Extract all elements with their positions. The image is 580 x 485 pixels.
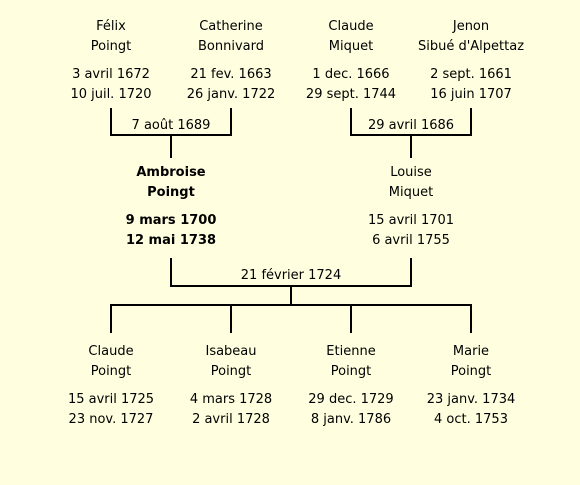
death-date: 4 oct. 1753 xyxy=(434,412,508,427)
marriage-date-left: 7 août 1689 xyxy=(131,118,211,133)
death-date: 16 juin 1707 xyxy=(430,87,512,102)
first-name: Isabeau xyxy=(205,344,257,359)
first-name: Ambroise xyxy=(136,165,206,180)
birth-date: 4 mars 1728 xyxy=(189,392,273,407)
death-date: 8 janv. 1786 xyxy=(310,412,392,427)
birth-date: 29 dec. 1729 xyxy=(308,392,394,407)
birth-date: 15 avril 1701 xyxy=(367,213,455,228)
last-name: Sibué d'Alpettaz xyxy=(417,39,525,54)
birth-date: 23 janv. 1734 xyxy=(426,392,516,407)
first-name: Louise xyxy=(390,165,432,180)
marriage-date-right: 29 avril 1686 xyxy=(367,118,455,133)
last-name: Miquet xyxy=(388,185,434,200)
first-name: Claude xyxy=(88,344,134,359)
birth-date: 2 sept. 1661 xyxy=(430,67,512,82)
last-name: Miquet xyxy=(328,39,374,54)
death-date: 6 avril 1755 xyxy=(372,233,450,248)
first-name: Claude xyxy=(328,19,374,34)
birth-date: 1 dec. 1666 xyxy=(312,67,390,82)
last-name: Poingt xyxy=(210,364,252,379)
death-date: 10 juil. 1720 xyxy=(70,87,152,102)
birth-date: 9 mars 1700 xyxy=(125,213,217,228)
birth-date: 15 avril 1725 xyxy=(67,392,155,407)
death-date: 2 avril 1728 xyxy=(192,412,270,427)
birth-date: 3 avril 1672 xyxy=(72,67,150,82)
last-name: Poingt xyxy=(90,364,132,379)
first-name: Marie xyxy=(452,344,490,359)
death-date: 23 nov. 1727 xyxy=(68,412,154,427)
first-name: Catherine xyxy=(199,19,263,34)
birth-date: 21 fev. 1663 xyxy=(190,67,272,82)
first-name: Félix xyxy=(96,19,126,34)
first-name: Jenon xyxy=(452,19,490,34)
last-name: Poingt xyxy=(90,39,132,54)
death-date: 12 mai 1738 xyxy=(125,233,217,248)
marriage-date-parents: 21 février 1724 xyxy=(240,268,342,283)
last-name: Bonnivard xyxy=(198,39,264,54)
last-name: Poingt xyxy=(147,185,195,200)
last-name: Poingt xyxy=(330,364,372,379)
death-date: 29 sept. 1744 xyxy=(305,87,397,102)
last-name: Poingt xyxy=(450,364,492,379)
first-name: Etienne xyxy=(326,344,376,359)
death-date: 26 janv. 1722 xyxy=(186,87,276,102)
